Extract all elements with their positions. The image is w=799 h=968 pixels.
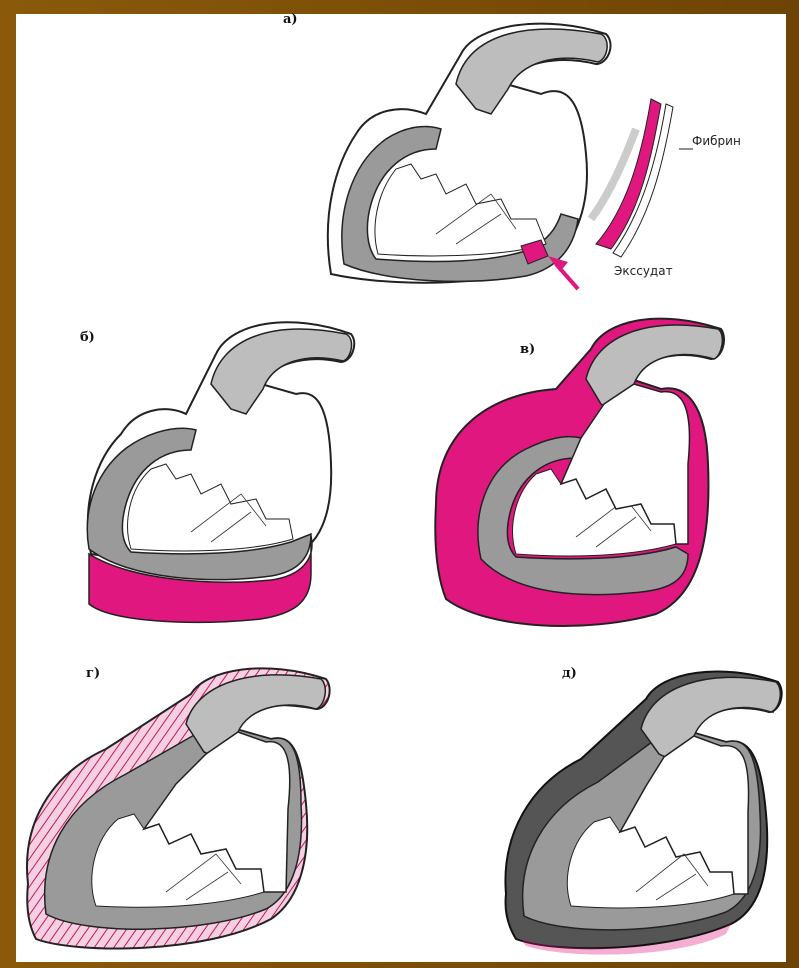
fibrin-inset xyxy=(581,99,701,269)
heart-diagram-e xyxy=(486,654,786,964)
heart-diagram-b xyxy=(61,304,361,624)
heart-diagram-c xyxy=(426,304,736,634)
heart-diagram-d xyxy=(16,654,346,964)
panel-label-a: а) xyxy=(283,12,298,27)
figure-panel: а) б) в) г) д) Фибрин Экссудат xyxy=(16,14,786,962)
heart-diagram-a xyxy=(316,14,616,294)
